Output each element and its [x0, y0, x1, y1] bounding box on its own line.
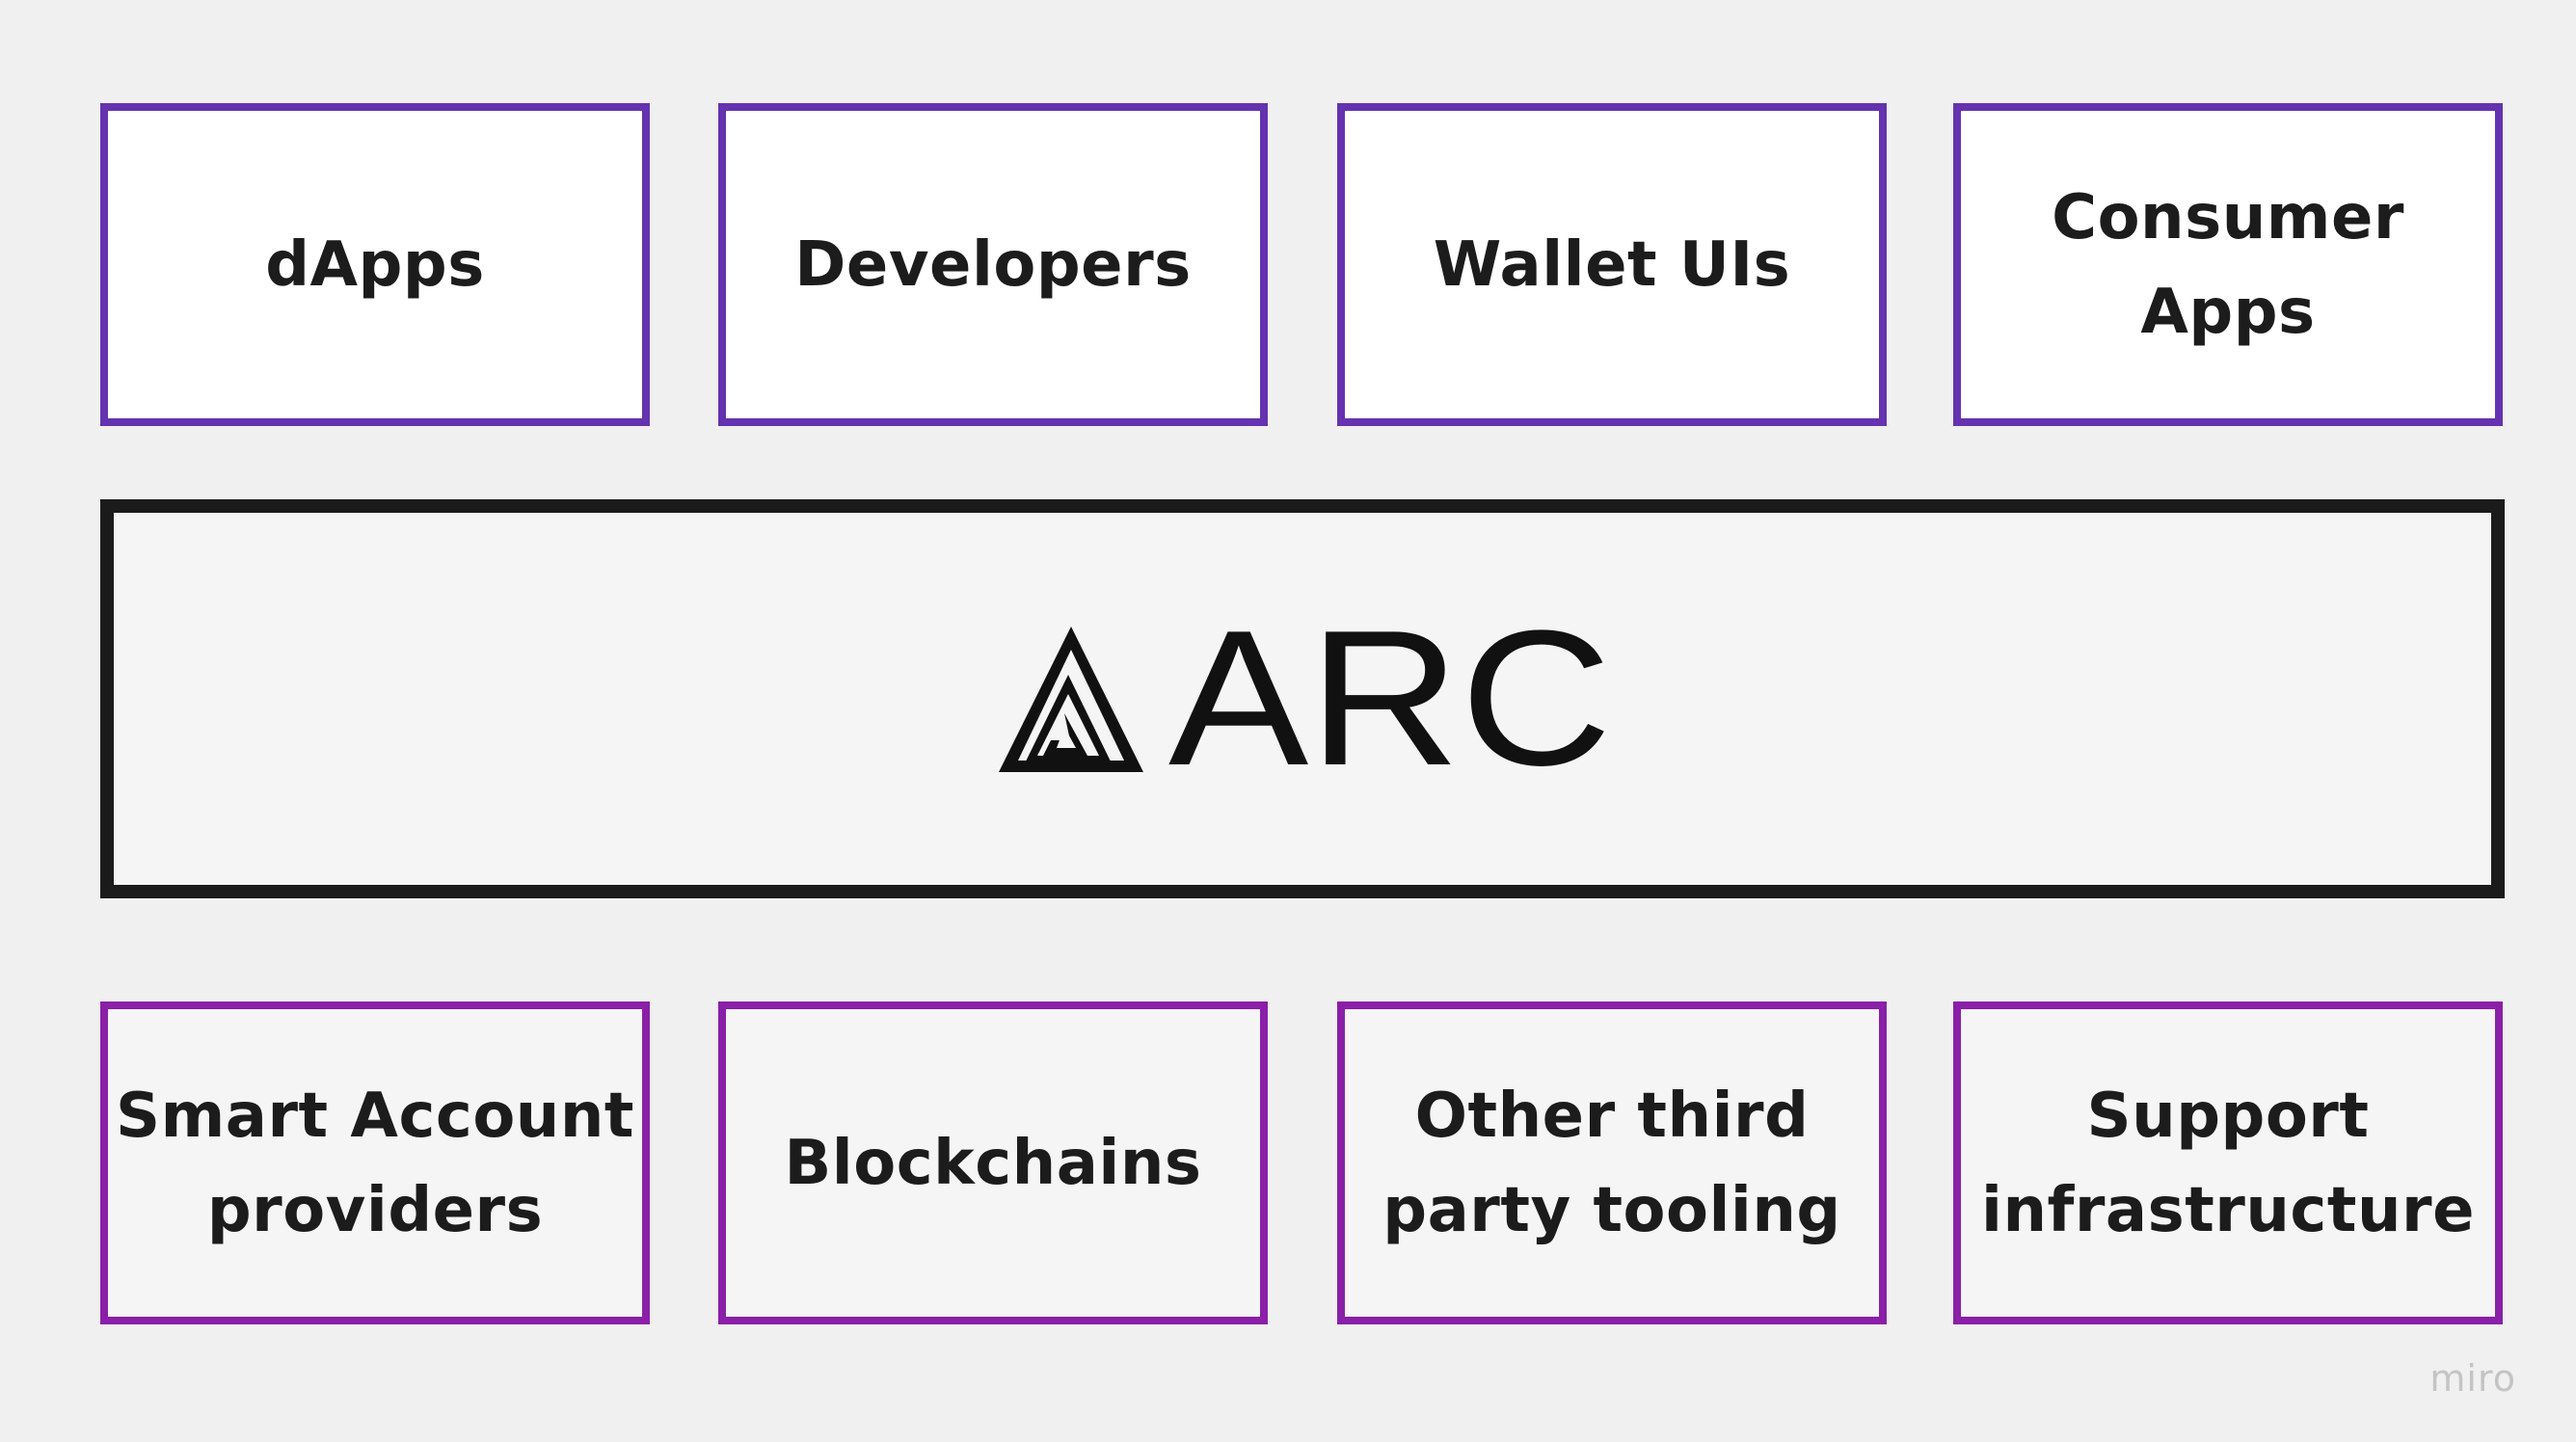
node-smart-account-providers[interactable]: Smart Account providers [100, 1001, 650, 1324]
node-wallet-uis[interactable]: Wallet UIs [1337, 103, 1887, 426]
arc-core-node[interactable]: ARC [100, 499, 2505, 898]
node-label: Wallet UIs [1433, 228, 1791, 301]
node-label-line: Smart Account [116, 1080, 634, 1152]
node-label-line: Consumer [2052, 181, 2404, 254]
arc-logo: ARC [993, 621, 1612, 777]
node-label-group: Consumer Apps [2052, 171, 2404, 360]
node-label-line: Apps [2140, 276, 2316, 348]
node-label-line: Other third [1414, 1080, 1810, 1152]
arc-wordmark: ARC [1168, 622, 1612, 776]
node-label-line: providers [206, 1174, 544, 1246]
node-label: dApps [265, 228, 485, 301]
node-dapps[interactable]: dApps [100, 103, 650, 426]
svg-text:ARC: ARC [1168, 622, 1612, 776]
node-blockchains[interactable]: Blockchains [718, 1001, 1268, 1324]
node-label-line: infrastructure [1981, 1174, 2475, 1246]
node-consumer-apps[interactable]: Consumer Apps [1953, 103, 2503, 426]
node-support-infrastructure[interactable]: Support infrastructure [1953, 1001, 2503, 1324]
node-label: Blockchains [784, 1127, 1202, 1199]
node-label-group: Other third party tooling [1382, 1069, 1840, 1258]
miro-watermark: miro [2429, 1357, 2516, 1400]
node-label-group: Smart Account providers [116, 1069, 634, 1258]
node-label-line: party tooling [1382, 1174, 1841, 1246]
node-label-group: Support infrastructure [1981, 1069, 2475, 1258]
node-label: Developers [794, 228, 1192, 301]
node-label-line: Support [2086, 1080, 2370, 1152]
node-developers[interactable]: Developers [718, 103, 1268, 426]
arc-triangle-mark-icon [999, 627, 1143, 772]
node-other-third-party-tooling[interactable]: Other third party tooling [1337, 1001, 1887, 1324]
